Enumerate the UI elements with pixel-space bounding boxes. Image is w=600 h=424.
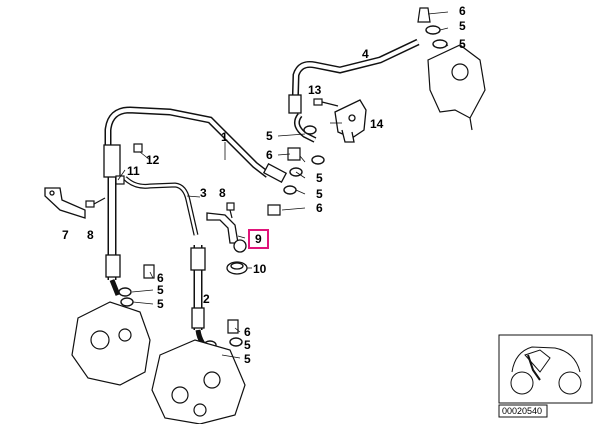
grommet-10 <box>226 261 248 275</box>
callout-11: 11 <box>127 164 140 178</box>
callout-9: 9 <box>255 232 262 246</box>
banjo-bolts-6 <box>143 7 431 334</box>
bracket-9 <box>206 212 247 253</box>
bolts <box>85 98 339 219</box>
callout-5: 5 <box>157 297 164 311</box>
callout-3: 3 <box>200 186 207 200</box>
caliper-left <box>71 301 151 386</box>
callout-5: 5 <box>244 338 251 352</box>
callout-10: 10 <box>253 262 267 276</box>
distributor-14 <box>334 99 367 143</box>
reference-number: 00020540 <box>502 406 542 416</box>
callout-6: 6 <box>244 325 251 339</box>
highlight-frame-9 <box>248 229 269 249</box>
callout-7: 7 <box>62 228 69 242</box>
caliper-right <box>151 339 246 424</box>
callout-8: 8 <box>87 228 94 242</box>
callout-1: 1 <box>221 130 228 144</box>
callout-labels: 1 2 3 4 5 5 5 5 5 5 5 5 5 6 6 6 6 6 7 8 … <box>62 4 466 366</box>
callout-8: 8 <box>219 186 226 200</box>
brake-hose-2 <box>190 245 214 355</box>
left-brake-hose <box>103 144 121 296</box>
sealing-rings-5 <box>118 25 448 360</box>
callout-12: 12 <box>146 153 160 167</box>
callout-6: 6 <box>266 148 273 162</box>
callout-5: 5 <box>316 171 323 185</box>
callout-6: 6 <box>459 4 466 18</box>
brake-line-4 <box>288 38 420 143</box>
callout-13: 13 <box>308 83 322 97</box>
bracket-7 <box>44 187 86 219</box>
callout-5: 5 <box>157 283 164 297</box>
motorcycle-thumbnail: 00020540 <box>498 334 593 418</box>
brake-line-1 <box>104 106 288 183</box>
callout-5: 5 <box>316 187 323 201</box>
brake-line-3 <box>123 176 199 236</box>
callout-6: 6 <box>316 201 323 215</box>
callout-6: 6 <box>157 271 164 285</box>
callout-5: 5 <box>459 37 466 51</box>
callout-5: 5 <box>266 129 273 143</box>
callout-4: 4 <box>362 47 369 61</box>
leader-lines <box>117 11 449 359</box>
callout-5: 5 <box>244 352 251 366</box>
callout-5: 5 <box>459 19 466 33</box>
master-cylinder <box>427 44 486 131</box>
callout-14: 14 <box>370 117 384 131</box>
callout-2: 2 <box>203 292 210 306</box>
